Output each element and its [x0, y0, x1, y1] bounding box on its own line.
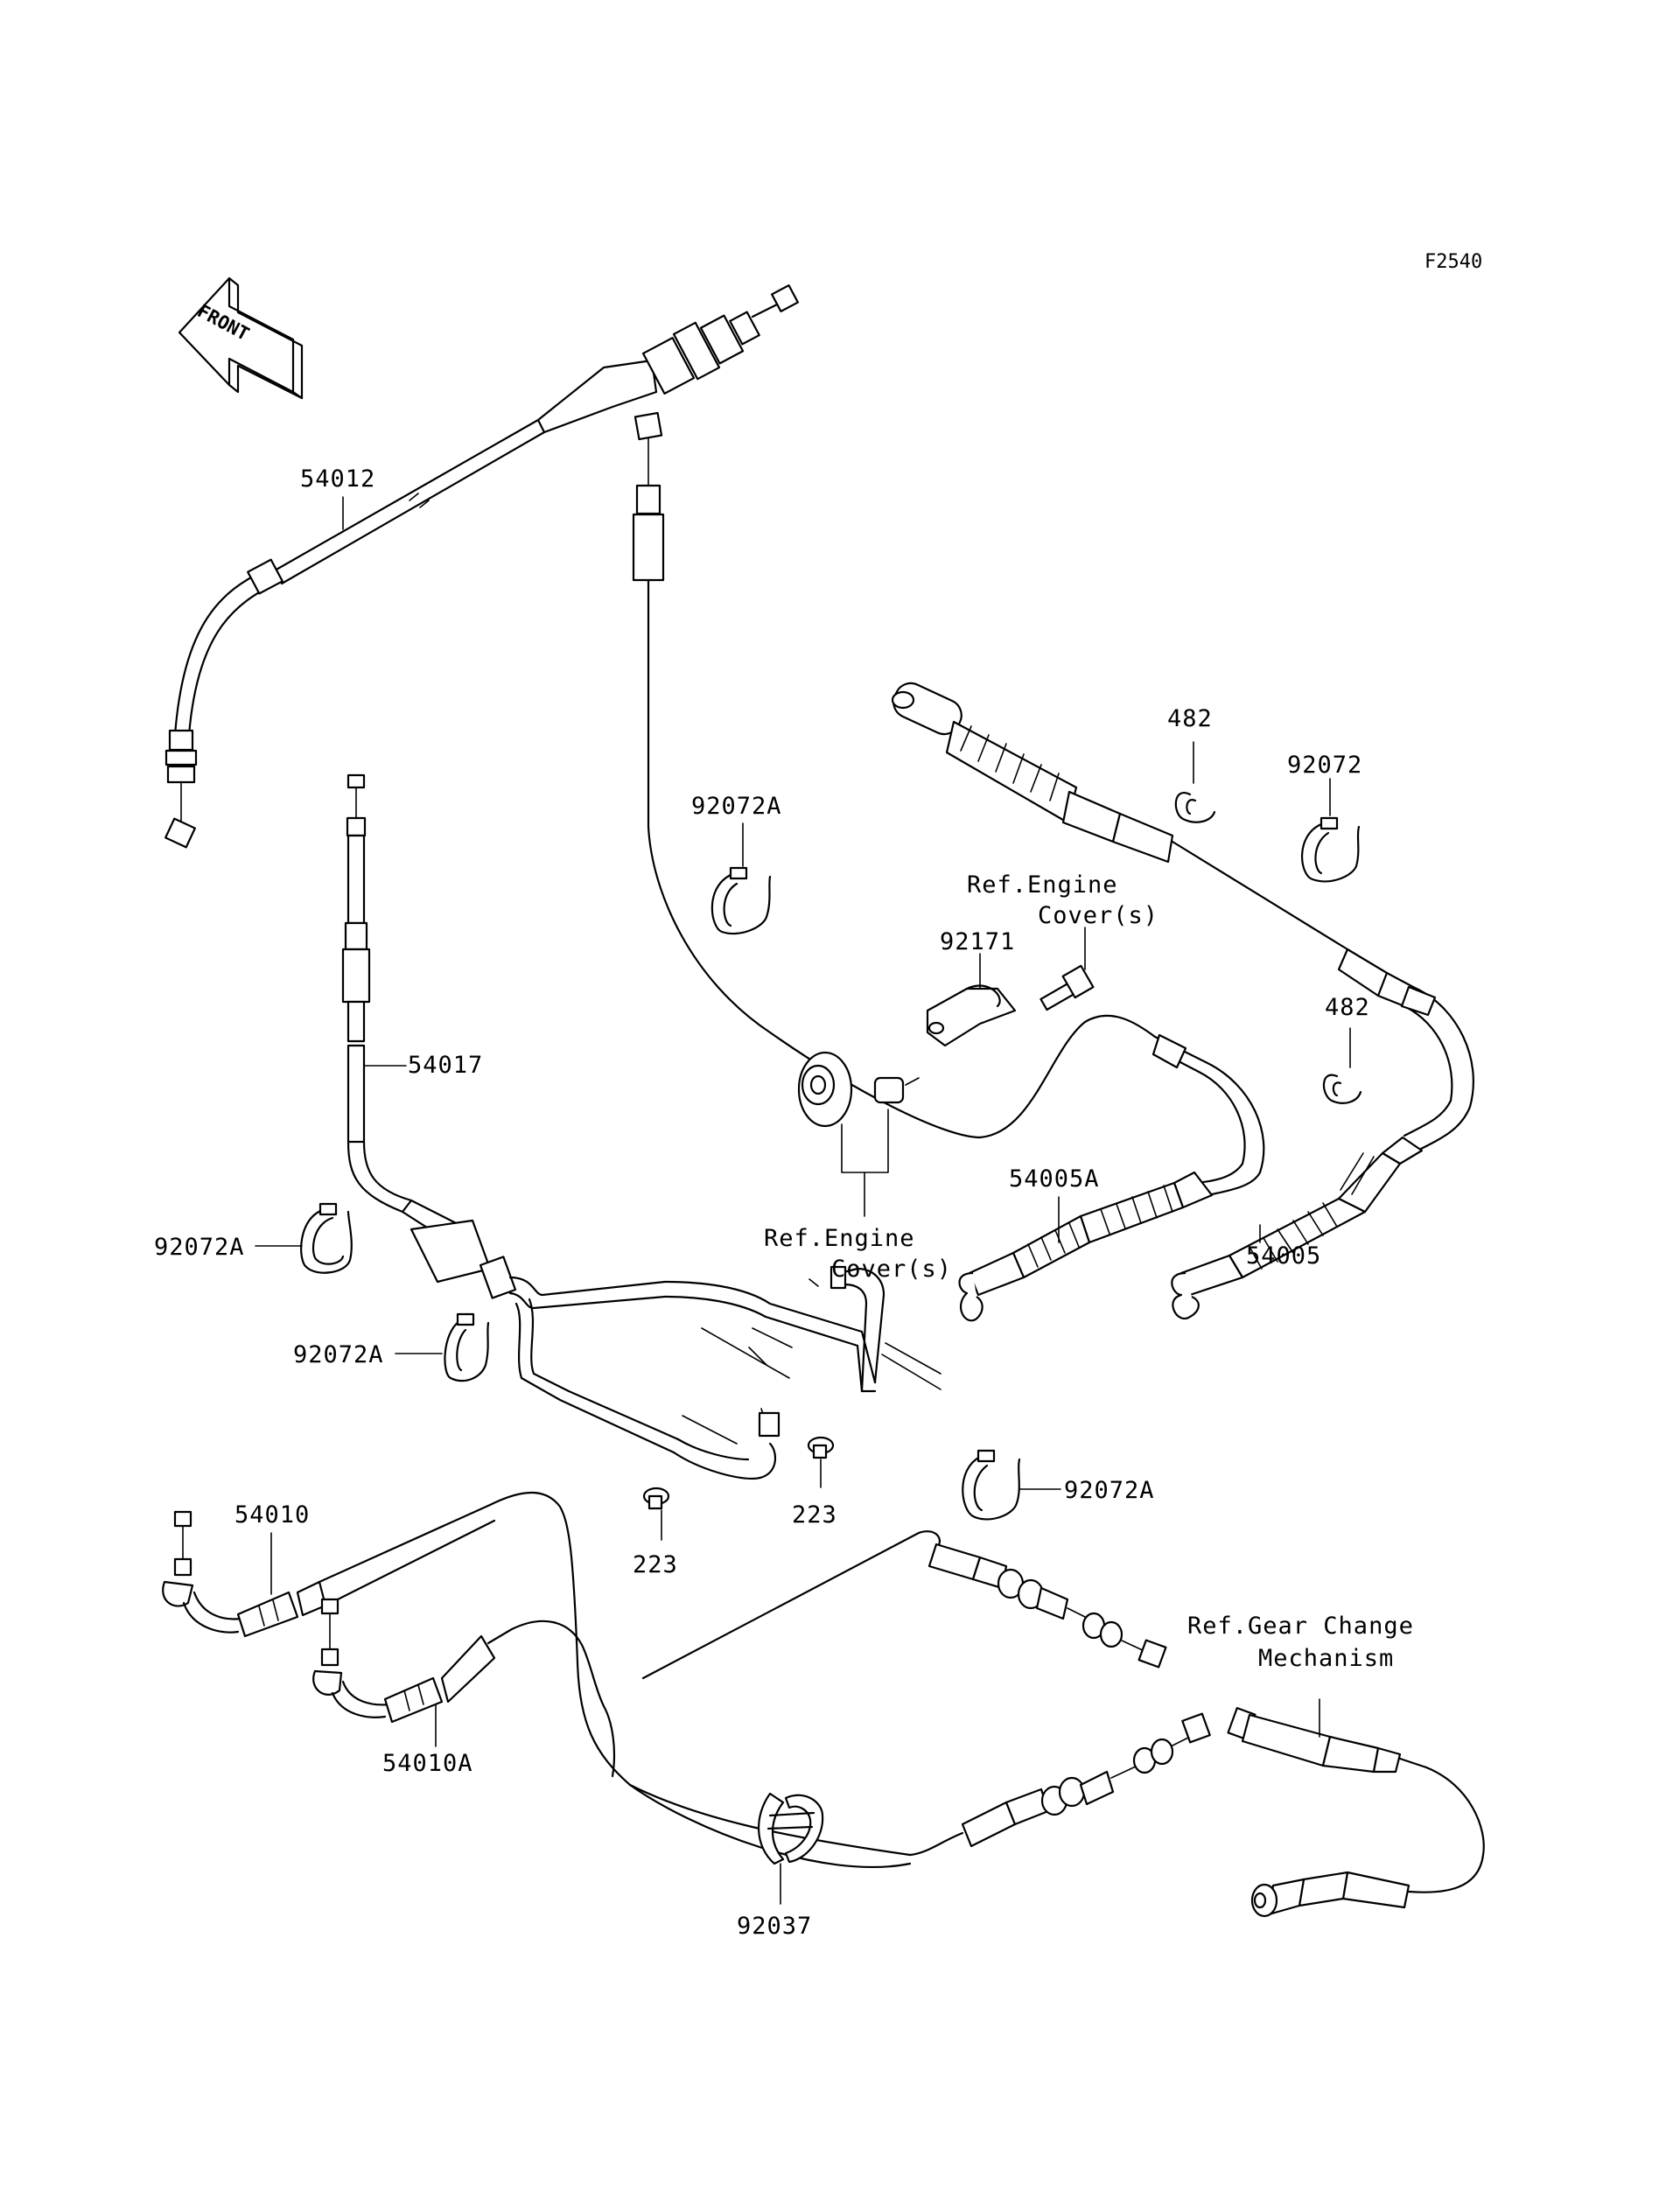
clamp-92072A-top: [710, 866, 772, 935]
screw-223-b: [807, 1436, 835, 1459]
circlip-482-mid: [1322, 1074, 1362, 1104]
clamp-92072A-left: [300, 1202, 353, 1274]
clamp-92072: [1301, 816, 1361, 883]
cable-54012: [164, 284, 799, 849]
ref-engine-mid-line2: Cover(s): [831, 1256, 952, 1283]
clamp-92037: [758, 1792, 824, 1865]
ref-engine-top-line1: Ref.Engine: [967, 871, 1118, 899]
label-54012: 54012: [300, 465, 375, 493]
label-92072A-right: 92072A: [1064, 1477, 1155, 1504]
label-54010A: 54010A: [382, 1750, 473, 1777]
label-54017: 54017: [408, 1052, 483, 1079]
ref-engine-top-line2: Cover(s): [1038, 902, 1158, 929]
cable-gear-change-upper: [641, 1530, 1167, 1680]
cable-54010A: [312, 1598, 616, 1778]
label-92072A-left: 92072A: [154, 1234, 245, 1261]
cable-54005: [891, 682, 1474, 1320]
front-arrow-icon: FRONT: [178, 276, 304, 400]
cable-gear-change-lower: [628, 1712, 1211, 1857]
cable-54010: [162, 1491, 912, 1868]
label-54010: 54010: [234, 1501, 310, 1529]
ref-engine-mid-line1: Ref.Engine: [764, 1225, 915, 1252]
ref-gear-line2: Mechanism: [1258, 1645, 1394, 1672]
label-482-mid: 482: [1325, 994, 1370, 1021]
cable-throttle-lower: [632, 411, 1157, 1139]
gear-change-mechanism: [1227, 1707, 1485, 1918]
clamp-92072A-mid: [444, 1312, 490, 1382]
label-92072A-top: 92072A: [691, 793, 782, 820]
label-223-a: 223: [633, 1551, 678, 1578]
figure-code: F2540: [1424, 251, 1482, 273]
grommet-engine-cover: [797, 1051, 920, 1128]
label-92072A-mid: 92072A: [293, 1341, 384, 1368]
label-54005A: 54005A: [1009, 1165, 1100, 1193]
label-54005: 54005: [1246, 1242, 1321, 1270]
label-223-b: 223: [792, 1501, 837, 1529]
label-92171: 92171: [940, 928, 1015, 955]
cable-54017: [341, 773, 942, 1480]
cable-54005A: [958, 1033, 1265, 1322]
label-92037: 92037: [737, 1913, 812, 1940]
label-482-top: 482: [1167, 705, 1213, 732]
leader-ref-engine-mid: [841, 1109, 889, 1173]
ref-gear-line1: Ref.Gear Change: [1187, 1613, 1414, 1640]
bolt-engine-cover-top: [1040, 964, 1095, 1011]
screw-223-a: [642, 1487, 670, 1510]
bracket-92171: [926, 984, 1017, 1047]
label-92072: 92072: [1287, 752, 1362, 779]
circlip-482-top: [1174, 792, 1216, 823]
clamp-92072A-right: [962, 1449, 1021, 1521]
